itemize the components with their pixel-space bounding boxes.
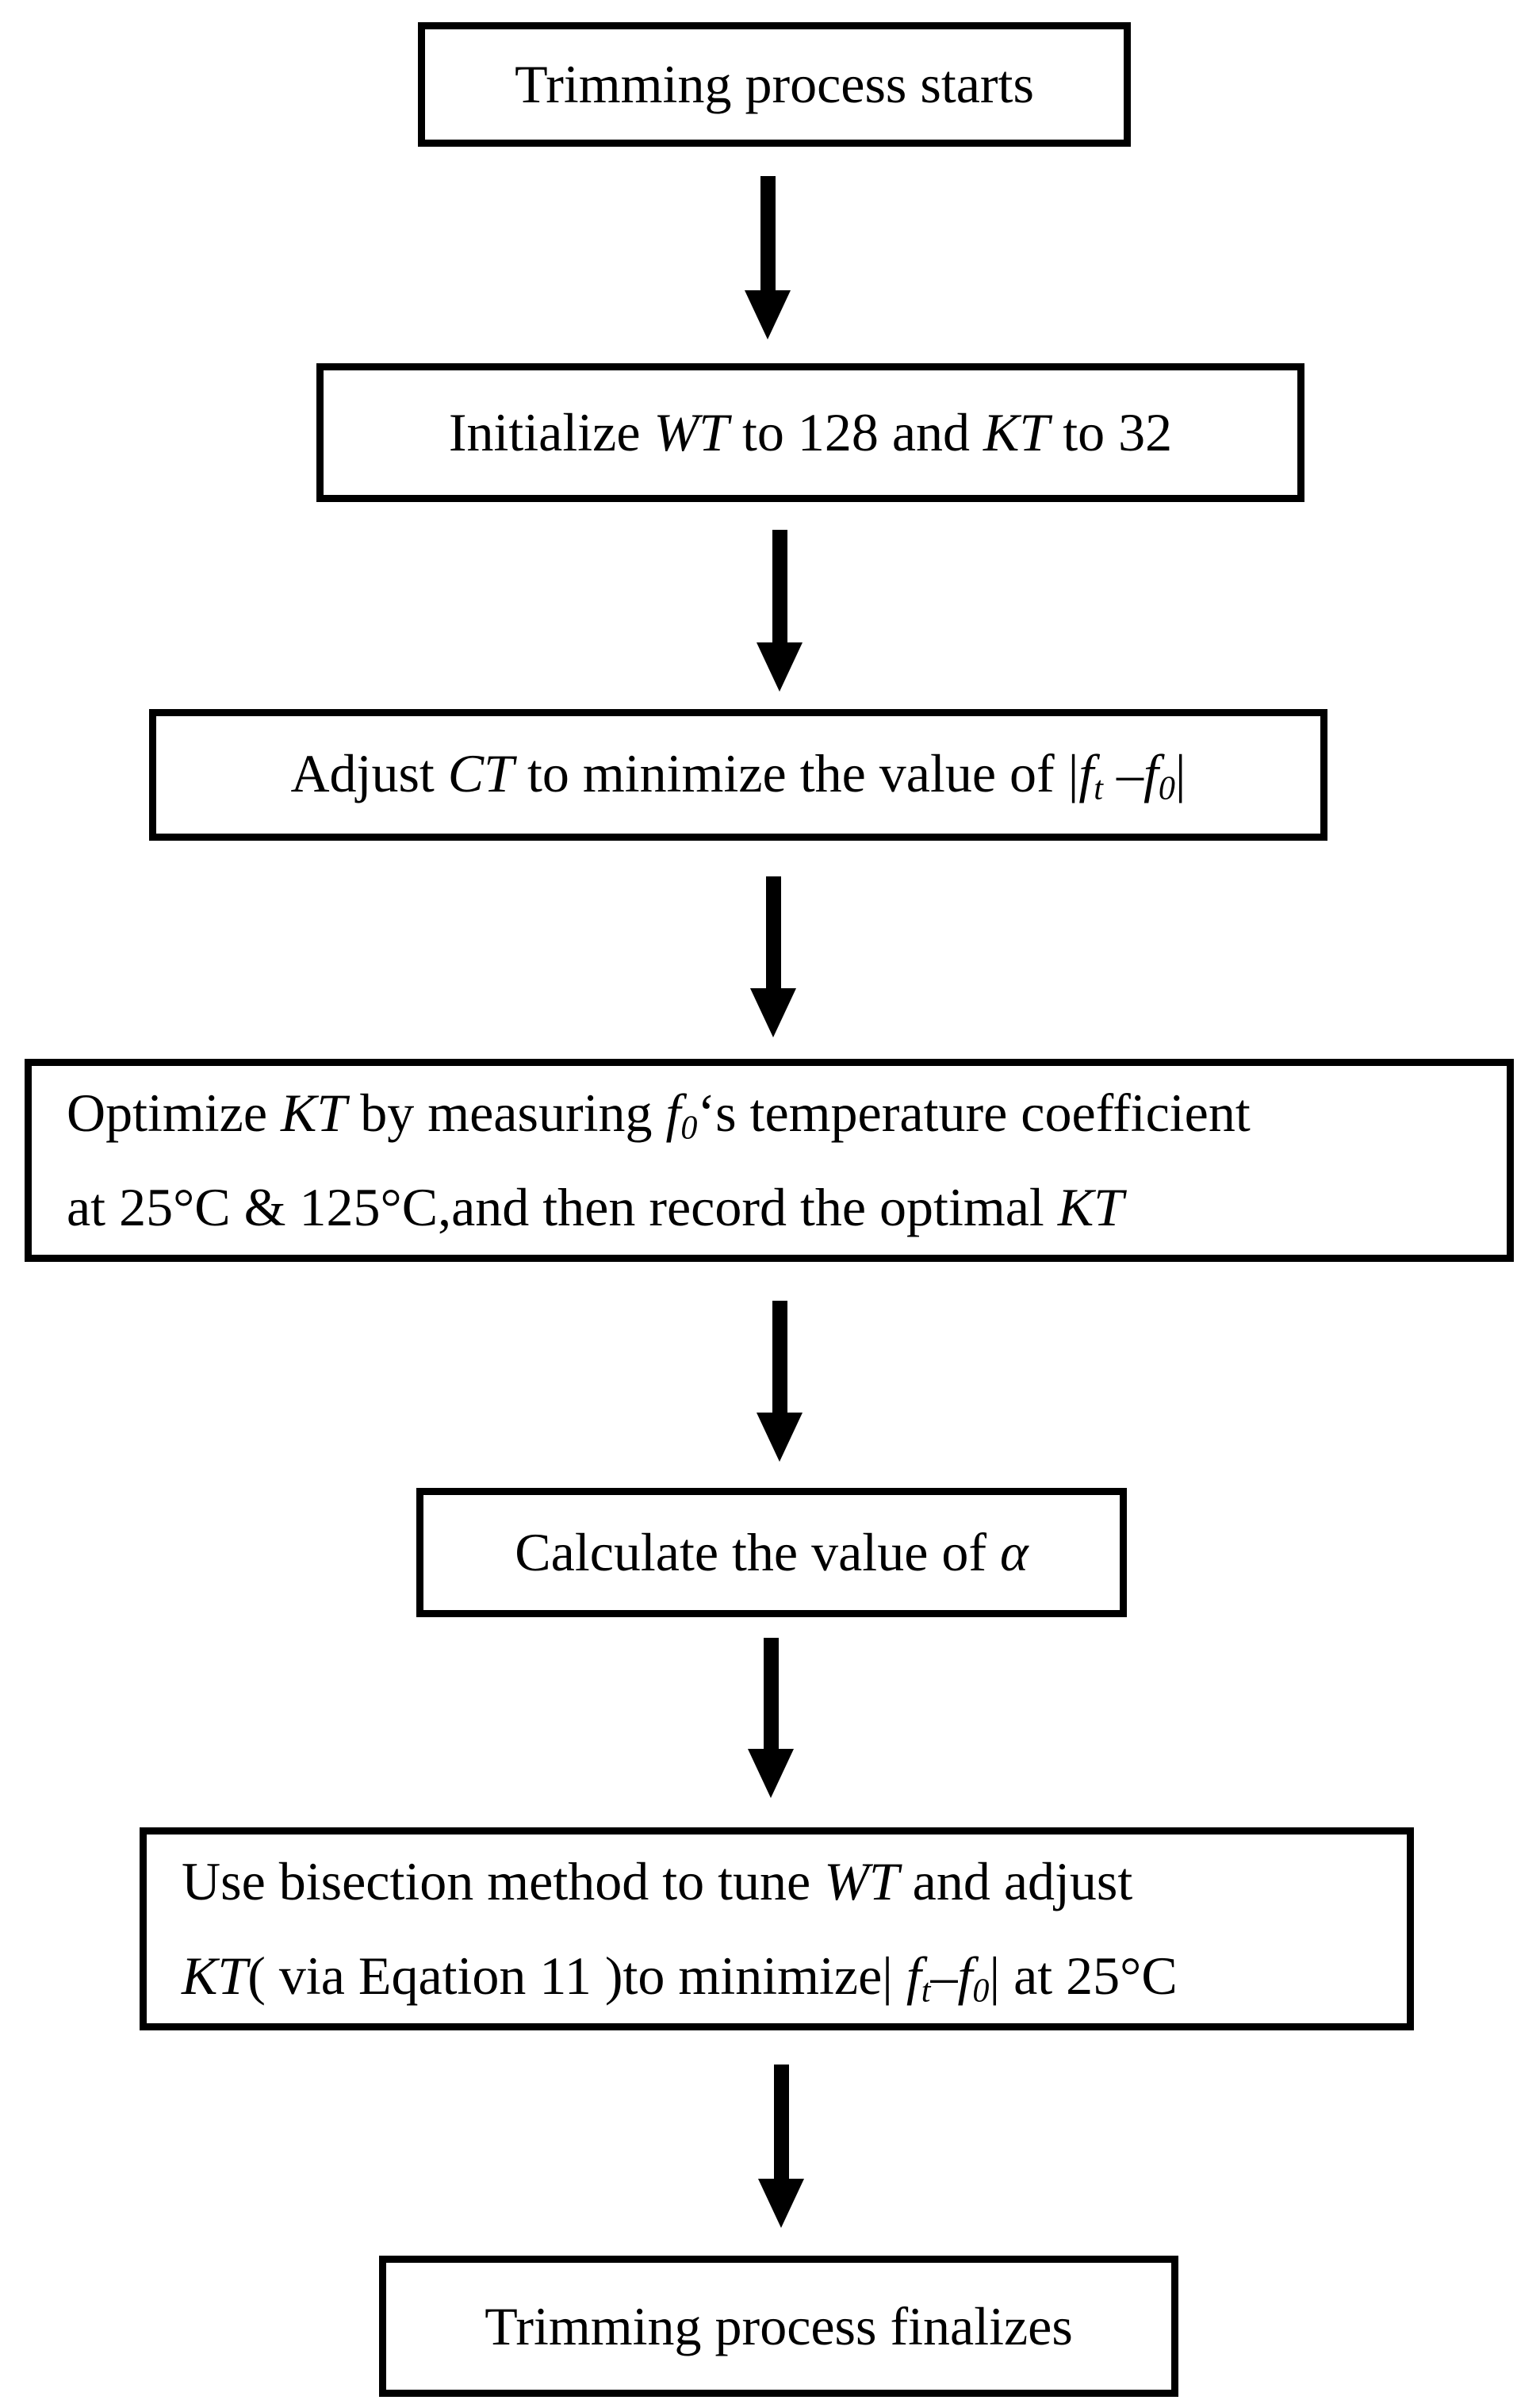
down-arrow-icon <box>757 1301 803 1462</box>
arrowhead-icon <box>757 642 803 692</box>
text-line: Initialize WT to 128 and KT to 32 <box>448 402 1173 463</box>
arrowhead-icon <box>758 2179 804 2228</box>
text-line: at 25°C & 125°C,and then record the opti… <box>67 1177 1124 1237</box>
down-arrow-icon <box>750 876 796 1037</box>
flow-node-start: Trimming process starts <box>418 22 1131 147</box>
arrowhead-icon <box>750 988 796 1037</box>
arrow-shaft <box>760 176 776 290</box>
text-line: Adjust CT to minimize the value of |ft –… <box>290 743 1186 807</box>
flow-node-label: Use bisection method to tune WT and adju… <box>182 1835 1178 2023</box>
arrow-shaft <box>773 2065 789 2179</box>
flow-node-optimize-kt: Optimize KT by measuring f0‘s temperatur… <box>25 1059 1514 1262</box>
flow-node-label: Initialize WT to 128 and KT to 32 <box>449 397 1172 467</box>
arrow-shaft <box>772 530 787 642</box>
flow-node-finalize: Trimming process finalizes <box>379 2256 1178 2397</box>
text-line: Trimming process starts <box>515 54 1034 115</box>
text-line: Use bisection method to tune WT and adju… <box>182 1851 1133 1911</box>
arrowhead-icon <box>757 1413 803 1462</box>
arrow-shaft <box>772 1301 787 1413</box>
arrow-shaft <box>763 1638 779 1749</box>
text-line: Calculate the value of α <box>515 1522 1029 1583</box>
flow-node-calculate-alpha: Calculate the value of α <box>416 1488 1127 1617</box>
flow-node-label: Optimize KT by measuring f0‘s temperatur… <box>67 1066 1251 1255</box>
down-arrow-icon <box>745 176 791 339</box>
text-line: Trimming process finalizes <box>485 2295 1073 2356</box>
text-line: KT( via Eqation 11 )to minimize| ft–f0| … <box>182 1946 1178 2010</box>
arrowhead-icon <box>745 290 791 339</box>
arrowhead-icon <box>748 1749 794 1798</box>
down-arrow-icon <box>748 1638 794 1798</box>
flow-node-label: Adjust CT to minimize the value of |ft –… <box>290 738 1186 811</box>
flow-node-label: Trimming process starts <box>515 49 1034 119</box>
flow-node-label: Trimming process finalizes <box>485 2291 1073 2361</box>
arrow-shaft <box>765 876 781 988</box>
down-arrow-icon <box>757 530 803 692</box>
flow-node-initialize: Initialize WT to 128 and KT to 32 <box>316 363 1304 502</box>
flow-node-label: Calculate the value of α <box>515 1517 1028 1587</box>
flow-node-bisection: Use bisection method to tune WT and adju… <box>140 1827 1414 2030</box>
flow-node-adjust-ct: Adjust CT to minimize the value of |ft –… <box>149 709 1327 841</box>
text-line: Optimize KT by measuring f0‘s temperatur… <box>67 1083 1251 1147</box>
down-arrow-icon <box>758 2065 804 2228</box>
